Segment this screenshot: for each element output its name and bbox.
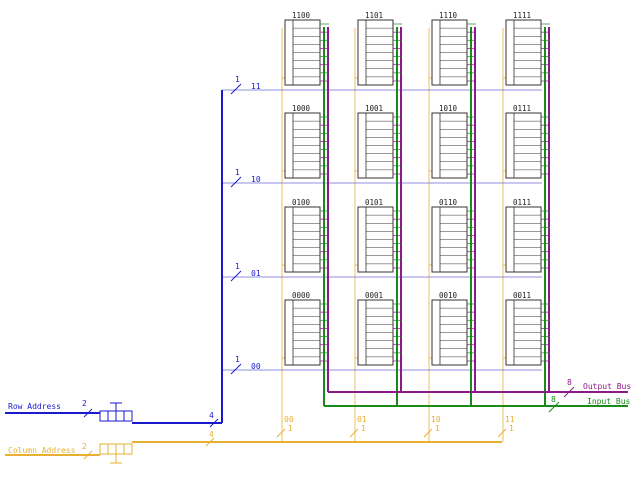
chip-address-label: 1000: [292, 104, 311, 113]
chip-address-label: 0111: [513, 198, 531, 207]
row-decoder: [99, 402, 133, 422]
bus-labels: Output Bus 8 Input Bus 8: [548, 378, 631, 413]
column-address-label: Column Address: [8, 446, 76, 455]
row-address-width: 2: [82, 399, 87, 408]
chip-address-label: 1100: [292, 11, 311, 20]
memory-chip: 0011: [505, 291, 550, 366]
data-buses: [323, 27, 628, 407]
row-line-slash: [230, 363, 242, 375]
memory-chip: 0111: [505, 104, 550, 179]
column-line-code: 00: [284, 415, 294, 424]
row-line-width: 1: [235, 262, 240, 271]
output-bus-label: Output Bus: [583, 382, 631, 391]
memory-chip: 1110: [431, 11, 476, 86]
chip-address-label: 0000: [292, 291, 311, 300]
column-decoded-slash: [205, 437, 215, 447]
row-line-slash: [230, 176, 242, 188]
input-bus-width: 8: [551, 395, 556, 404]
chip-address-label: 1101: [365, 11, 383, 20]
column-address-width: 2: [82, 442, 87, 451]
chip-address-label: 0111: [513, 104, 531, 113]
row-line-code: 01: [251, 269, 261, 278]
column-line-width: 1: [288, 424, 293, 433]
chip-address-label: 0101: [365, 198, 383, 207]
output-bus-slash: [563, 386, 575, 398]
row-line-code: 10: [251, 175, 261, 184]
memory-chip: 0110: [431, 198, 476, 273]
column-line-code: 10: [431, 415, 441, 424]
column-address-input-slash: [83, 450, 93, 460]
column-line-code: 11: [505, 415, 515, 424]
memory-chip: 0101: [357, 198, 402, 273]
memory-chip-grid: 1100 1101 1110 1111 1000 1001 1010 0111 0100 0101…: [284, 11, 550, 366]
column-line-slash: [497, 428, 507, 438]
column-line-width: 1: [509, 424, 514, 433]
chip-address-label: 0001: [365, 291, 383, 300]
chip-address-label: 0010: [439, 291, 458, 300]
memory-chip: 0100: [284, 198, 329, 273]
column-decoder: [99, 443, 133, 464]
chip-address-label: 0011: [513, 291, 531, 300]
row-address-bus: Row Address 2 4: [5, 90, 223, 428]
output-bus-width: 8: [567, 378, 572, 387]
row-line-slash: [230, 83, 242, 95]
memory-chip: 1000: [284, 104, 329, 179]
chip-address-label: 1111: [513, 11, 531, 20]
column-line-slash: [423, 428, 433, 438]
input-bus-slash: [548, 401, 560, 413]
column-line-width: 1: [361, 424, 366, 433]
row-decoded-slash: [209, 418, 219, 428]
row-line-width: 1: [235, 168, 240, 177]
row-line-width: 1: [235, 355, 240, 364]
row-line-slash: [230, 270, 242, 282]
column-line-width: 1: [435, 424, 440, 433]
row-line-code: 00: [251, 362, 261, 371]
memory-chip: 0000: [284, 291, 329, 366]
row-address-label: Row Address: [8, 402, 61, 411]
memory-chip: 1010: [431, 104, 476, 179]
memory-chip: 1001: [357, 104, 402, 179]
column-line-code: 01: [357, 415, 367, 424]
chip-address-label: 0110: [439, 198, 458, 207]
input-bus-label: Input Bus: [587, 397, 631, 406]
memory-chip: 1101: [357, 11, 402, 86]
memory-chip: 0001: [357, 291, 402, 366]
column-address-bus: Column Address 2 4: [5, 430, 502, 464]
row-decoded-width: 4: [209, 411, 214, 420]
chip-address-label: 1110: [439, 11, 458, 20]
memory-chip: 0111: [505, 198, 550, 273]
column-line-slash: [276, 428, 286, 438]
chip-address-label: 1001: [365, 104, 383, 113]
chip-address-label: 0100: [292, 198, 311, 207]
memory-chip: 1100: [284, 11, 329, 86]
row-line-code: 11: [251, 82, 261, 91]
column-line-slash: [349, 428, 359, 438]
chip-address-label: 1010: [439, 104, 458, 113]
row-line-width: 1: [235, 75, 240, 84]
memory-chip: 0010: [431, 291, 476, 366]
column-decoded-width: 4: [209, 430, 214, 439]
row-address-input-slash: [83, 408, 93, 418]
memory-chip: 1111: [505, 11, 550, 86]
